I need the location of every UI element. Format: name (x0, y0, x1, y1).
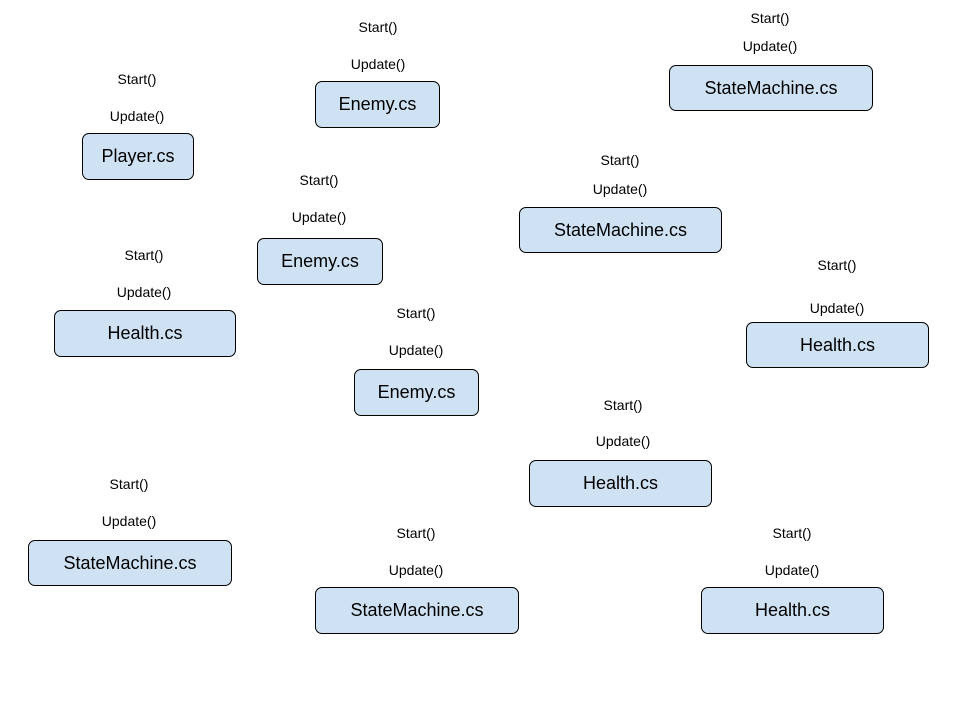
update-method-label: Update() (809, 300, 865, 316)
component-box[interactable]: Health.cs (54, 310, 236, 357)
component-box[interactable]: StateMachine.cs (28, 540, 232, 586)
update-method-label: Update() (291, 209, 347, 225)
update-method-label: Update() (388, 342, 444, 358)
component-box[interactable]: StateMachine.cs (315, 587, 519, 634)
start-method-label: Start() (750, 10, 790, 26)
component-box[interactable]: Enemy.cs (354, 369, 479, 416)
component-box[interactable]: Player.cs (82, 133, 194, 180)
start-method-label: Start() (117, 71, 157, 87)
component-box[interactable]: StateMachine.cs (519, 207, 722, 253)
update-method-label: Update() (116, 284, 172, 300)
start-method-label: Start() (299, 172, 339, 188)
component-box[interactable]: Enemy.cs (315, 81, 440, 128)
update-method-label: Update() (592, 181, 648, 197)
update-method-label: Update() (388, 562, 444, 578)
update-method-label: Update() (101, 513, 157, 529)
update-method-label: Update() (109, 108, 165, 124)
update-method-label: Update() (764, 562, 820, 578)
start-method-label: Start() (817, 257, 857, 273)
update-method-label: Update() (742, 38, 798, 54)
component-box[interactable]: StateMachine.cs (669, 65, 873, 111)
start-method-label: Start() (124, 247, 164, 263)
start-method-label: Start() (396, 525, 436, 541)
component-box[interactable]: Enemy.cs (257, 238, 383, 285)
start-method-label: Start() (109, 476, 149, 492)
start-method-label: Start() (396, 305, 436, 321)
start-method-label: Start() (603, 397, 643, 413)
start-method-label: Start() (358, 19, 398, 35)
component-box[interactable]: Health.cs (529, 460, 712, 507)
update-method-label: Update() (595, 433, 651, 449)
update-method-label: Update() (350, 56, 406, 72)
component-box[interactable]: Health.cs (701, 587, 884, 634)
start-method-label: Start() (600, 152, 640, 168)
component-box[interactable]: Health.cs (746, 322, 929, 368)
start-method-label: Start() (772, 525, 812, 541)
